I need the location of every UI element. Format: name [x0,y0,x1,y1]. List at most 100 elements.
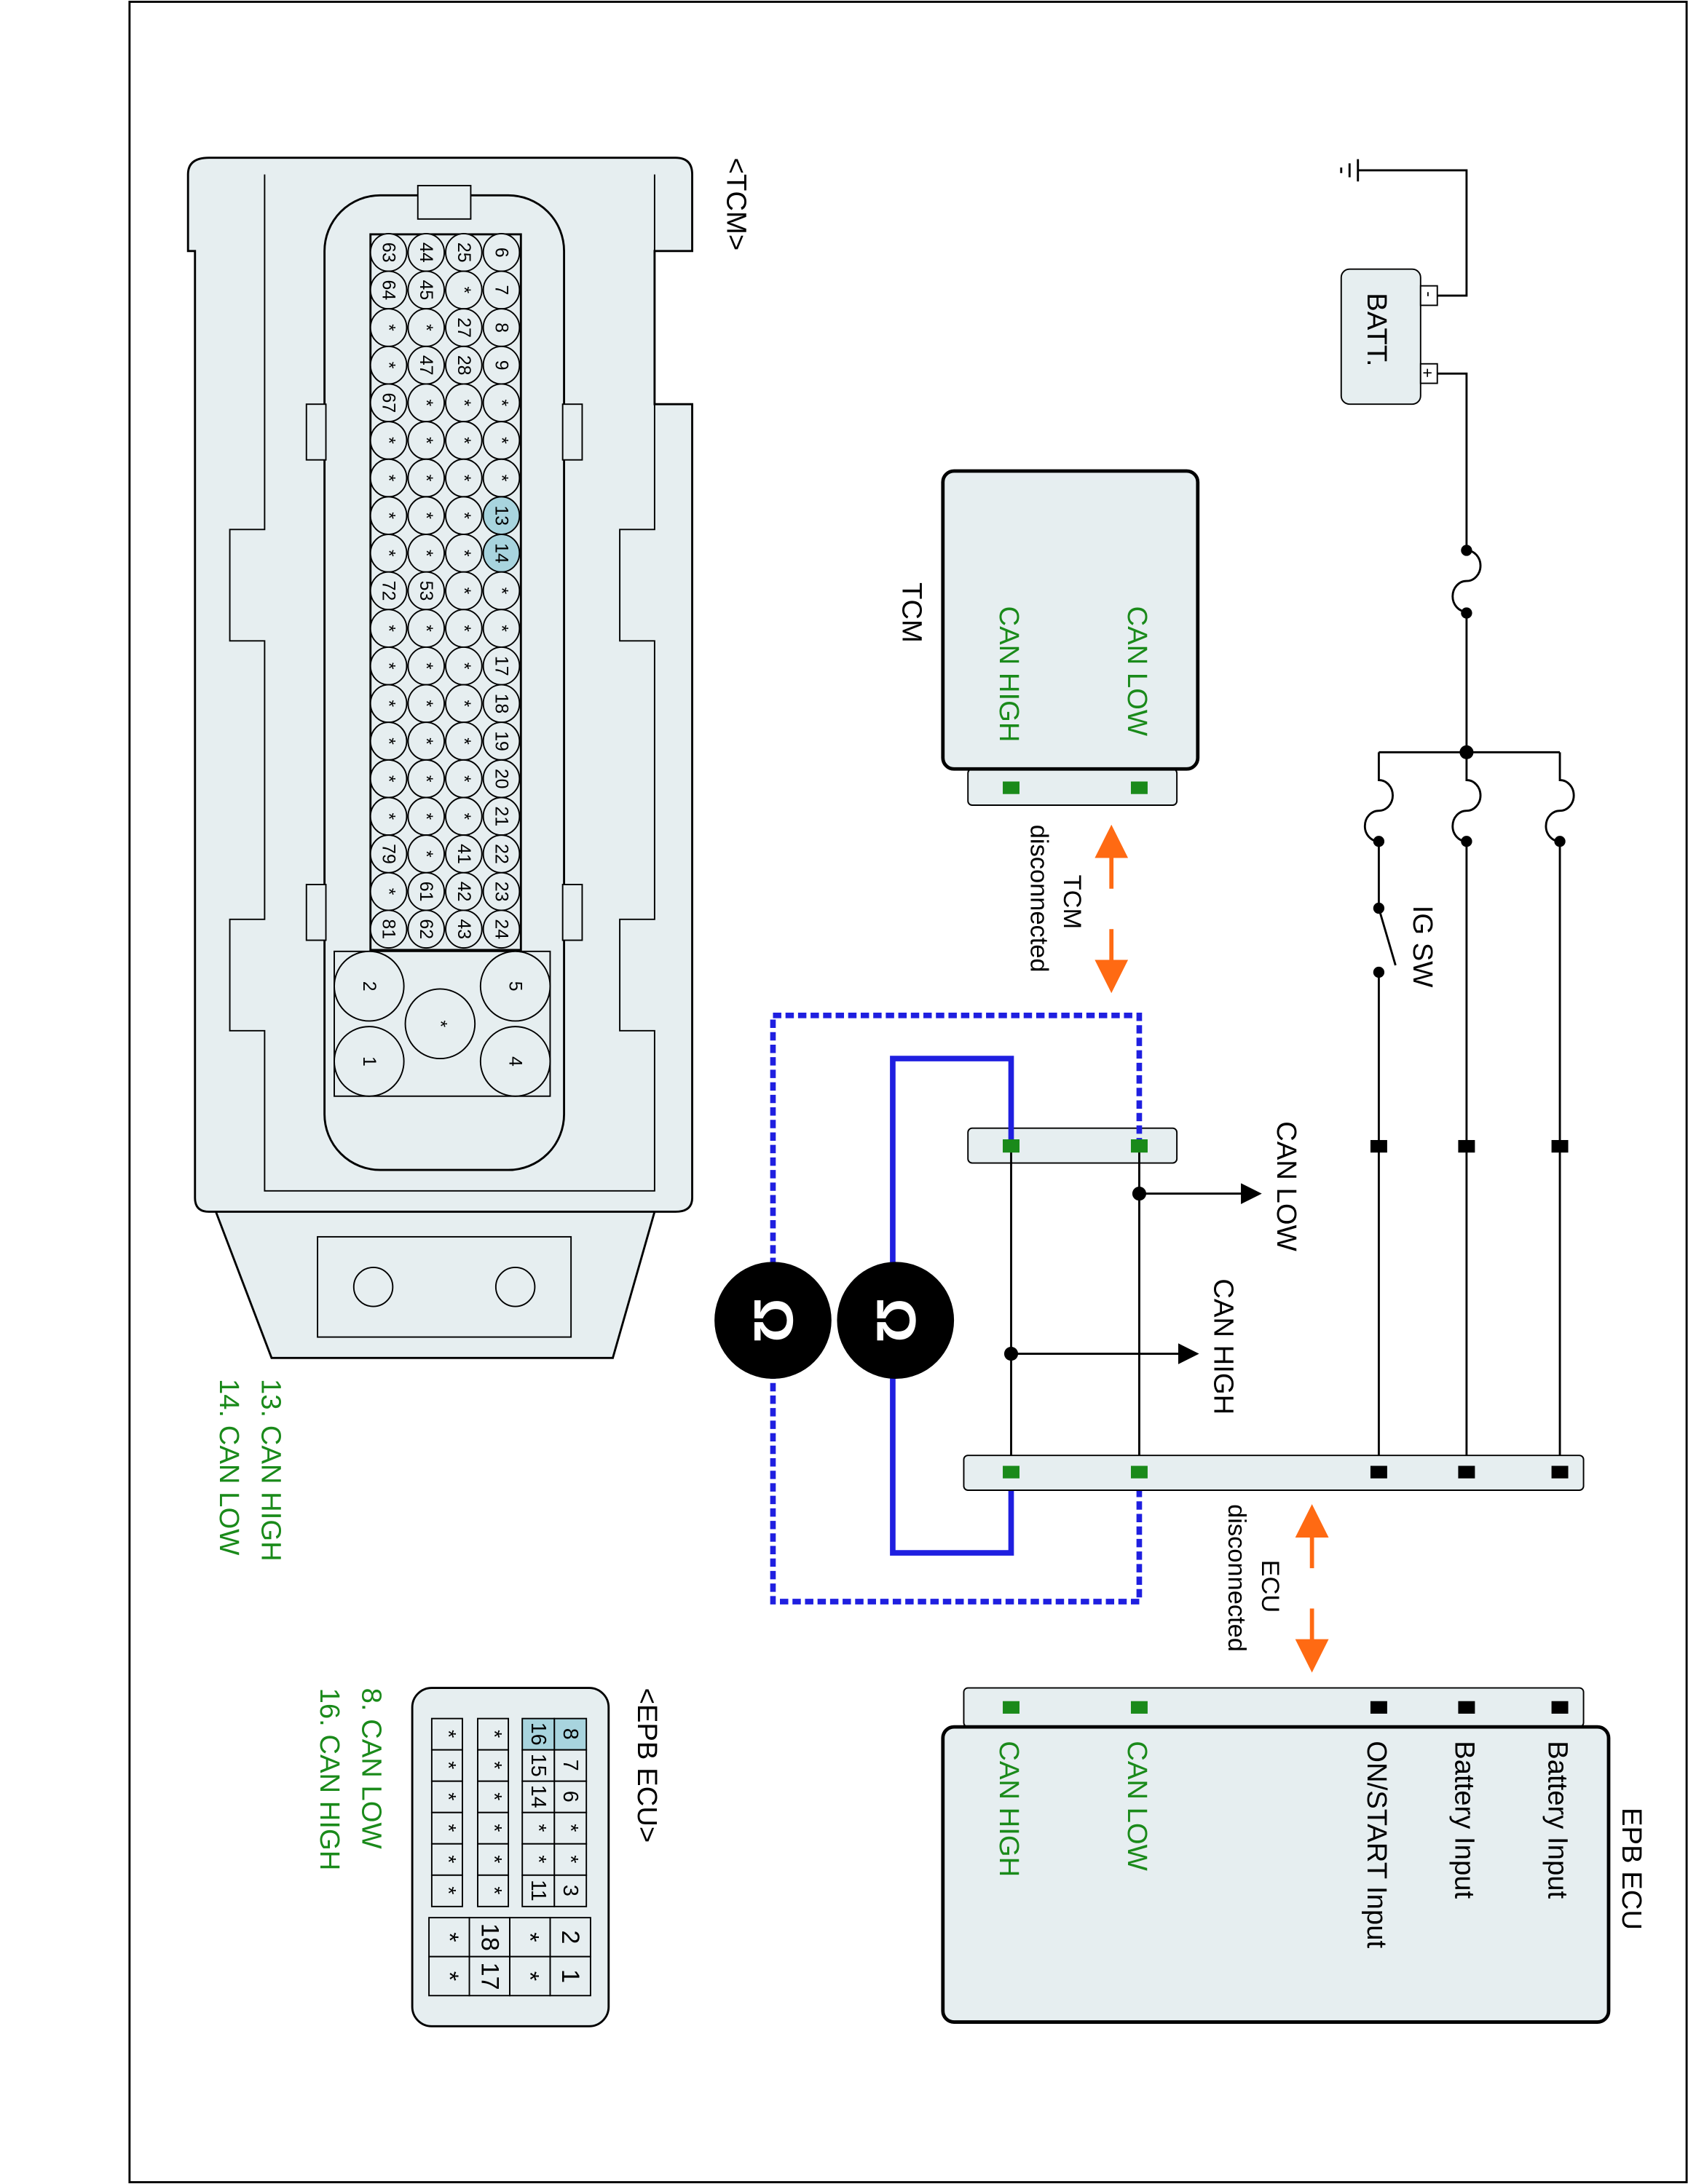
epb-pin-label: * [436,1855,460,1863]
epb-pin [521,1811,556,1845]
tcm-disconnected-label: TCM [1058,875,1086,930]
tcm-pin-label: 53 [416,581,436,601]
tcm-disconnected-label: disconnected [1025,825,1052,973]
power-circuit [1340,159,1575,1473]
tcm-large-pin-label: 1 [359,1056,379,1067]
tcm-pin-label: * [379,775,399,783]
tcm-can-low-label: CAN LOW [1121,606,1153,737]
tcm-pin-label: * [416,512,436,519]
epb-module-connector [963,1687,1585,1728]
ecu-disconnected-label: disconnected [1223,1504,1250,1652]
epb-pin-label: 14 [526,1785,550,1808]
epb-pin-label: * [435,1971,463,1981]
tcm-large-pin [334,1026,405,1097]
epb-pin-label: 6 [559,1791,582,1803]
tcm-pin-label: 25 [454,242,474,263]
tcm-pin-label: 27 [454,317,474,338]
connector-terminal [1551,1701,1569,1714]
tcm-pin-label: * [454,550,474,557]
epb-pin-label: * [516,1932,544,1942]
tcm-pin-label: 24 [492,919,512,939]
epb-pin [428,1917,470,1958]
tcm-pin-label: * [379,324,399,331]
tcm-pin-label: 22 [492,844,512,864]
tcm-pin-label: * [492,475,512,482]
epb-module-title: EPB ECU [1616,1808,1647,1930]
connector-terminal [1003,1139,1019,1152]
epb-pin-label: 2 [556,1930,584,1944]
tcm-pin-label: * [454,512,474,519]
epb-pin-label: 1 [556,1969,584,1983]
tcm-pin-label: 41 [454,844,474,864]
tcm-connector-title: <TCM> [720,158,752,251]
tcm-pin-label: * [454,399,474,406]
tcm-pin-label: 19 [492,731,512,751]
ohmmeter-icon: Ω [714,1262,832,1379]
tcm-pin-label: * [416,399,436,406]
tcm-pin [407,909,446,949]
tcm-pin-label: * [416,437,436,444]
tcm-pin-label: 64 [379,280,399,301]
tcm-pin-label: 45 [416,280,436,301]
epb-pin-label: * [482,1792,505,1800]
tcm-pin-label: * [416,662,436,670]
epb-pin [509,1955,551,1997]
tcm-pin [482,909,521,949]
ecu-harness-connector [963,1455,1585,1491]
tcm-pin-label: * [454,662,474,670]
tcm-pin-label: 13 [492,505,512,526]
ohmmeter-icon: Ω [837,1262,955,1379]
connector-terminal [1130,1465,1148,1479]
can-wires [1010,1146,1140,1473]
epb-pin [430,1843,463,1876]
epb-pin [477,1843,510,1876]
tcm-large-pin-label: 4 [505,1056,526,1067]
tcm-legend-can-high: 13. CAN HIGH [256,1379,287,1562]
tcm-pin-label: * [379,550,399,557]
epb-pin-label: * [482,1761,505,1769]
tcm-pin [369,909,408,949]
epb-pin [509,1917,551,1958]
tcm-pin-label: 81 [379,919,399,939]
tcm-pin-label: * [454,625,474,632]
tcm-pin-label: 20 [492,769,512,789]
tcm-pin-label: * [454,700,474,708]
mount-hole [494,1267,536,1307]
epb-pin [430,1874,463,1907]
tcm-pin-label: 79 [379,844,399,864]
tcm-pin-label: 9 [492,360,512,371]
epb-pin [521,1874,556,1907]
connector-terminal [1458,1701,1475,1714]
epb-pin-label: * [559,1855,582,1863]
svg-text:Ω: Ω [742,1298,804,1342]
epb-pin [549,1955,591,1997]
epb-pin-can-high: CAN HIGH [993,1741,1025,1877]
tcm-legend-can-low: 14. CAN LOW [213,1379,245,1555]
tcm-large-pin [404,988,476,1060]
tcm-pin-label: * [379,812,399,820]
epb-pin-label: * [516,1971,544,1981]
epb-pin [477,1811,510,1845]
tcm-pin-label: * [492,437,512,444]
tcm-pin-label: * [492,587,512,595]
epb-pin-label: 18 [476,1923,503,1951]
battery-pos-label: + [1419,368,1437,377]
tcm-pin-label: 6 [492,248,512,258]
tcm-pin-label: * [379,362,399,369]
connector-terminal [1370,1701,1387,1714]
tcm-pin-label: * [379,737,399,745]
epb-pin-label: * [435,1932,463,1942]
tcm-pin-label: 47 [416,355,436,376]
fuse-icon [1451,549,1482,613]
tcm-pin-label: * [492,625,512,632]
epb-pin [553,1874,588,1907]
probe-can-high-label: CAN HIGH [1208,1278,1239,1415]
tcm-pin-label: * [379,662,399,670]
epb-legend-can-high: 16. CAN HIGH [314,1688,345,1871]
tcm-large-pin-label: 2 [359,981,379,992]
epb-connector-title: <EPB ECU> [631,1688,663,1843]
epb-pin-label: * [526,1824,550,1832]
tcm-pin-label: 44 [416,242,436,263]
